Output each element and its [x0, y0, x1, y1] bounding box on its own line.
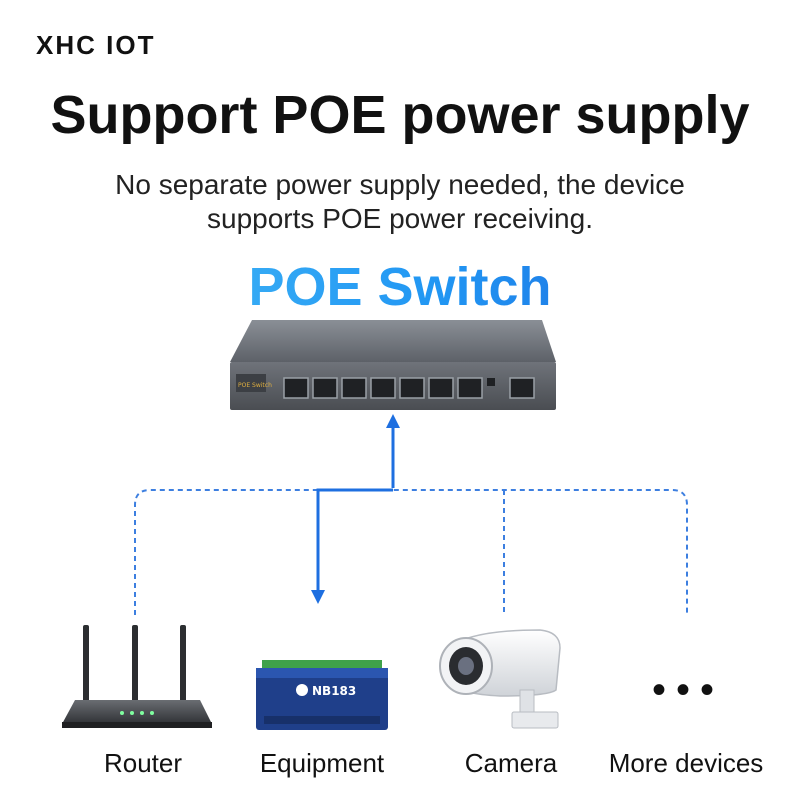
headline: Support POE power supply [50, 85, 750, 145]
switch-badge [236, 374, 266, 392]
down-arrow-icon [311, 590, 325, 604]
router-image [62, 625, 212, 728]
brand-logo: XHC IOT [36, 30, 156, 60]
connector-lines [134, 414, 688, 615]
equipment-model-label: NB183 [312, 684, 356, 698]
camera-image [439, 629, 561, 729]
subline-line-1: No separate power supply needed, the dev… [115, 169, 685, 200]
switch-title: POE Switch [0, 256, 800, 318]
dashed-bus-line [134, 489, 688, 615]
label-camera: Camera [464, 748, 558, 778]
switch-panel-label: POE Switch [238, 382, 272, 389]
label-more-devices: More devices [608, 748, 764, 778]
uplink-arrow-icon [386, 414, 400, 428]
switch-top [230, 320, 556, 362]
subline-line-2: supports POE power receiving. [207, 203, 593, 234]
poe-switch-image: POE Switch [230, 320, 556, 410]
power-line-equipment [316, 488, 393, 592]
switch-ports [283, 377, 535, 399]
equipment-image: NB183 [256, 660, 388, 730]
subline: No separate power supply needed, the dev… [0, 168, 800, 236]
more-devices-icon: ••• [652, 668, 725, 712]
label-router: Router [103, 748, 183, 778]
label-equipment: Equipment [259, 748, 385, 778]
